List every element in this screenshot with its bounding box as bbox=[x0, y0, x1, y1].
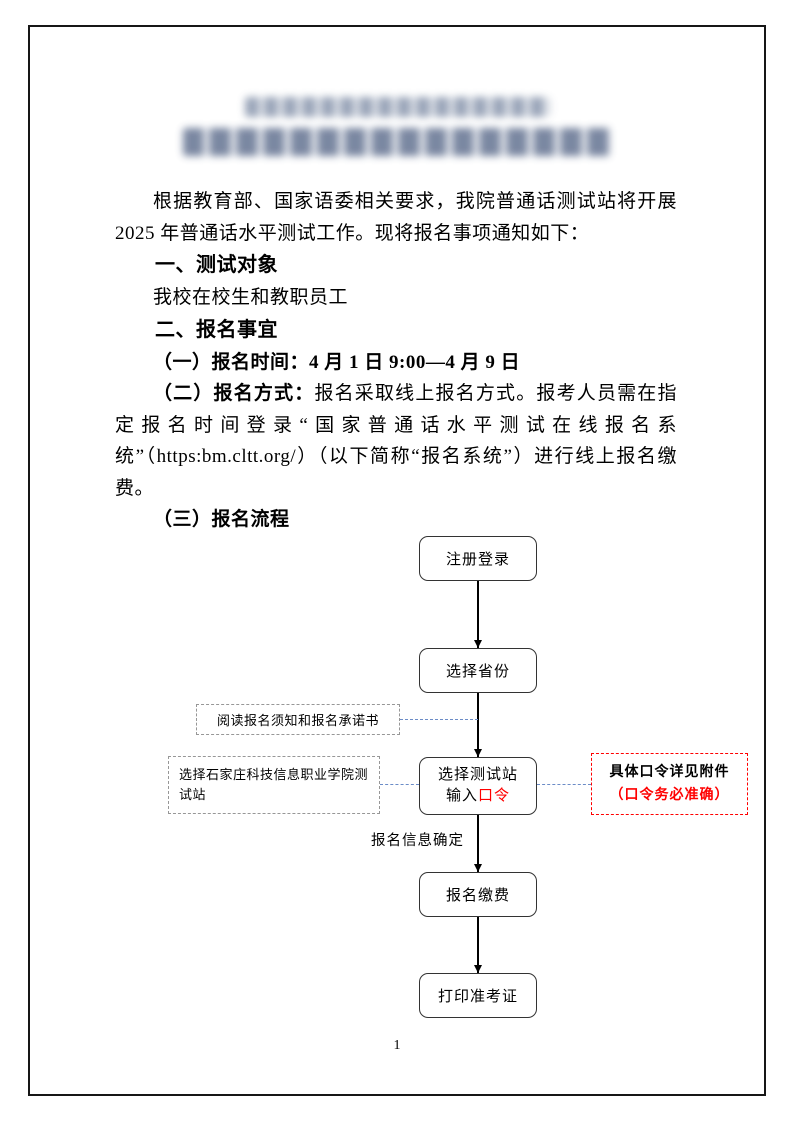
down-arrow-icon bbox=[477, 917, 479, 973]
down-arrow-icon bbox=[477, 693, 479, 757]
note-select-station: 选择石家庄科技信息职业学院测试站 bbox=[168, 756, 380, 814]
flow-node-select-station-line2: 输入口令 bbox=[446, 786, 510, 807]
dashed-connector bbox=[380, 784, 419, 785]
redacted-title-line-2 bbox=[183, 128, 611, 156]
flow-node-select-station-line1: 选择测试站 bbox=[437, 767, 518, 783]
flow-node-pay-fee: 报名缴费 bbox=[419, 872, 537, 917]
flow-node-register-login: 注册登录 bbox=[419, 536, 537, 581]
audience-line: 我校在校生和教职员工 bbox=[153, 287, 349, 308]
dashed-connector bbox=[537, 784, 591, 785]
flow-node-print-ticket: 打印准考证 bbox=[419, 973, 537, 1018]
confirm-info-label: 报名信息确定 bbox=[371, 833, 464, 849]
registration-method-paragraph: （二）报名方式：报名采取线上报名方式。报考人员需在指定报名时间登录“国家普通话水… bbox=[115, 378, 677, 504]
note-password-line1: 具体口令详见附件 bbox=[609, 765, 730, 780]
redacted-title-line-1 bbox=[244, 97, 550, 117]
note-password-line2: （口令务必准确） bbox=[609, 788, 730, 803]
down-arrow-icon bbox=[477, 815, 479, 872]
registration-flow-label: （三）报名流程 bbox=[153, 509, 290, 530]
note-read-instructions: 阅读报名须知和报名承诺书 bbox=[196, 704, 400, 735]
registration-time-line: （一）报名时间：4 月 1 日 9:00—4 月 9 日 bbox=[153, 351, 521, 373]
dashed-connector bbox=[400, 719, 478, 720]
section-heading-test-target: 一、测试对象 bbox=[155, 254, 278, 276]
flow-node-select-province: 选择省份 bbox=[419, 648, 537, 693]
section-heading-registration: 二、报名事宜 bbox=[155, 318, 278, 341]
redacted-title bbox=[0, 97, 794, 156]
registration-flowchart: 注册登录 选择省份 阅读报名须知和报名承诺书 选择测试站 输入口令 选择石家庄科… bbox=[0, 532, 794, 1044]
note-password-attachment: 具体口令详见附件 （口令务必准确） bbox=[591, 753, 748, 815]
flow-node-select-station: 选择测试站 输入口令 bbox=[419, 757, 537, 815]
intro-paragraph: 根据教育部、国家语委相关要求，我院普通话测试站将开展 2025 年普通话水平测试… bbox=[115, 191, 677, 244]
enter-label: 输入 bbox=[445, 788, 478, 804]
document-body: 根据教育部、国家语委相关要求，我院普通话测试站将开展 2025 年普通话水平测试… bbox=[115, 186, 677, 536]
registration-method-label: （二）报名方式： bbox=[153, 383, 315, 404]
down-arrow-icon bbox=[477, 581, 479, 648]
page-number: 1 bbox=[393, 1038, 401, 1053]
registration-method-text: 报名采取线上报名方式。报考人员需在指定报名时间登录“国家普通话水平测试在线报名系… bbox=[115, 383, 677, 499]
password-label: 口令 bbox=[478, 788, 511, 804]
